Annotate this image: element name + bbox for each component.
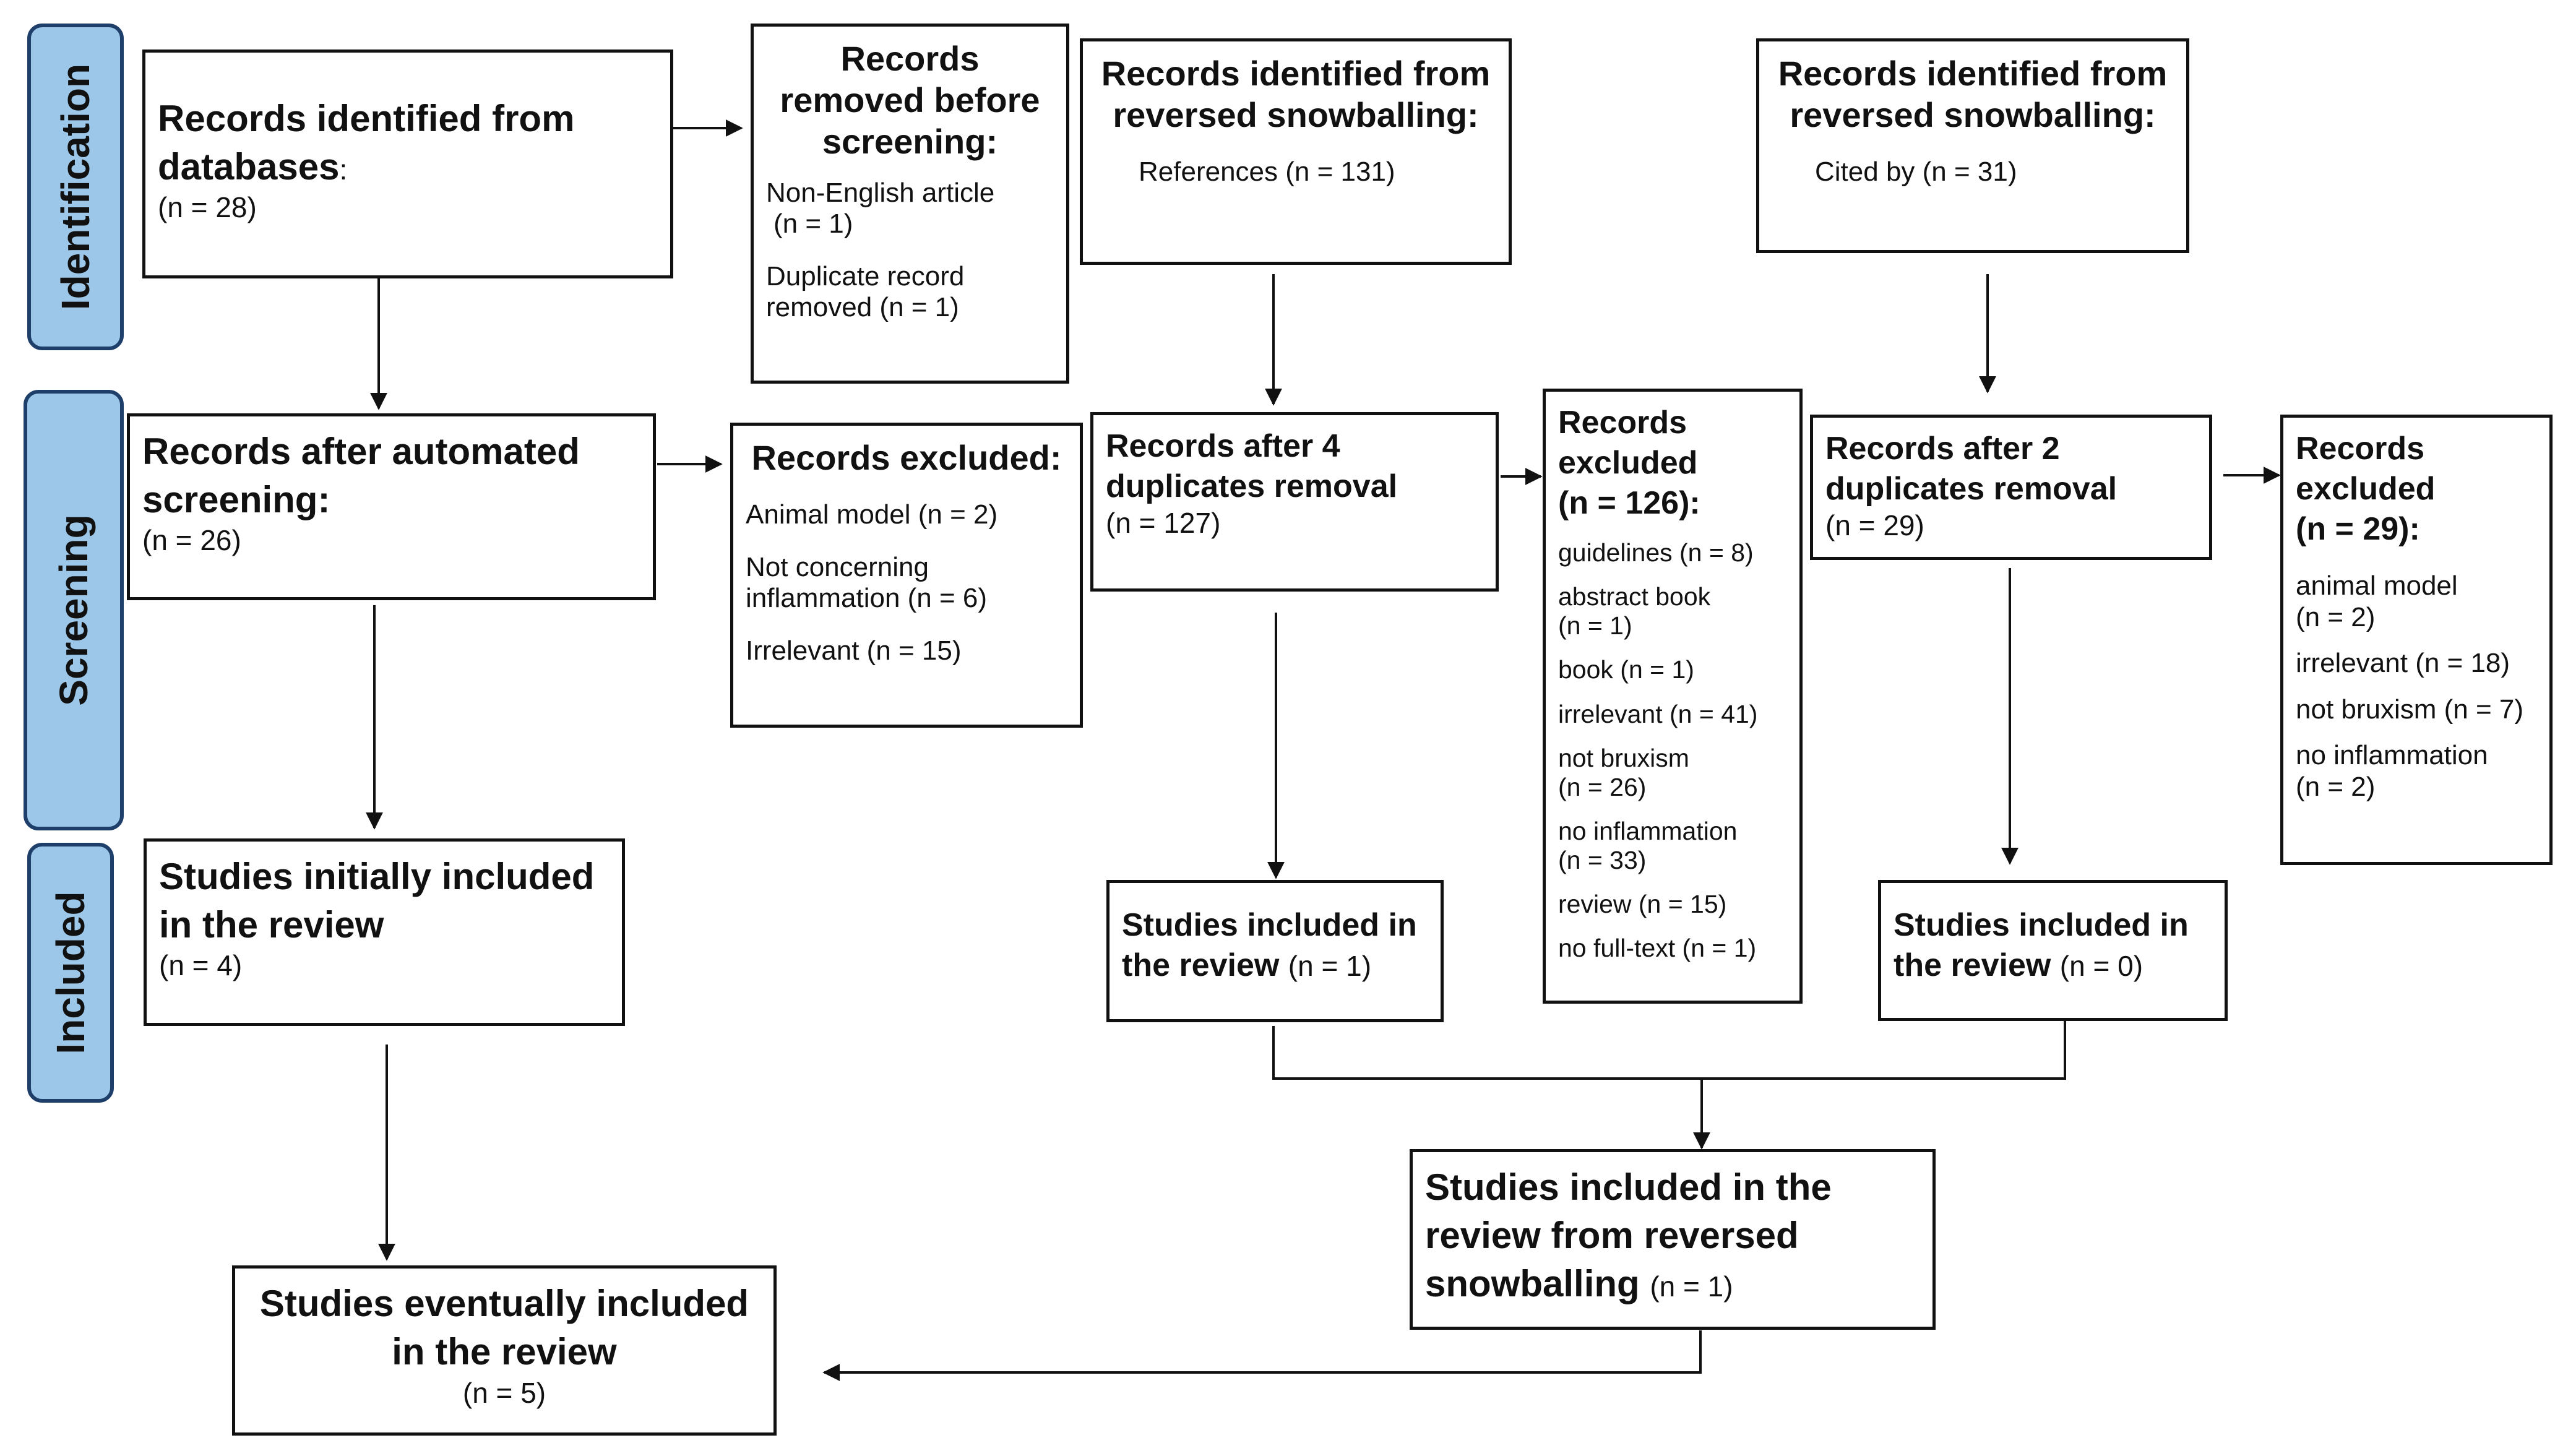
studies-initially-included-title: Studies initially included in the review xyxy=(159,856,595,946)
box-studies-included-refs: Studies included in the review (n = 1) xyxy=(1106,880,1444,1022)
excluded-1-item: Not concerning inflammation (n = 6) xyxy=(746,551,988,614)
records-excluded-3-title-b: (n = 29): xyxy=(2296,511,2420,547)
box-studies-eventually-included: Studies eventually included in the revie… xyxy=(232,1265,777,1436)
box-records-removed: Records removed before screening: Non-En… xyxy=(751,24,1069,384)
excluded-2-item: no inflammation xyxy=(1558,816,1738,845)
records-databases-title: Records identified from databases xyxy=(158,98,575,187)
connector-included-merge xyxy=(1272,1021,2066,1080)
excluded-3-item: irrelevant (n = 18) xyxy=(2296,648,2510,679)
removed-item-1b: (n = 1) xyxy=(773,209,853,239)
studies-from-snowballing-count: (n = 1) xyxy=(1650,1270,1733,1303)
studies-eventually-included-count: (n = 5) xyxy=(462,1377,546,1409)
excluded-3-item: animal model xyxy=(2296,571,2458,601)
excluded-1-item: Animal model (n = 2) xyxy=(746,499,998,530)
records-removed-title: Records removed before screening: xyxy=(780,39,1040,162)
box-records-after-screening: Records after automated screening: (n = … xyxy=(127,413,656,600)
records-excluded-1-title: Records excluded: xyxy=(751,438,1062,477)
excluded-2-item: (n = 1) xyxy=(1558,611,1632,640)
box-records-after-2-duplicates: Records after 2 duplicates removal (n = … xyxy=(1810,415,2212,560)
stage-identification: Identification xyxy=(27,24,124,350)
box-records-excluded-1: Records excluded: Animal model (n = 2) N… xyxy=(730,423,1083,728)
excluded-3-item: (n = 2) xyxy=(2296,771,2376,802)
stage-label-screening: Screening xyxy=(51,514,96,706)
excluded-2-item: (n = 26) xyxy=(1558,772,1647,801)
records-after-2-dup-count: (n = 29) xyxy=(1825,509,1924,541)
excluded-3-item: not bruxism (n = 7) xyxy=(2296,694,2524,725)
records-after-2-dup-title: Records after 2 duplicates removal xyxy=(1825,431,2118,507)
records-references-title: Records identified from reversed snowbal… xyxy=(1101,54,1491,135)
records-cited-title: Records identified from reversed snowbal… xyxy=(1778,54,2168,135)
references-count: References (n = 131) xyxy=(1139,157,1395,187)
box-records-after-4-duplicates: Records after 4 duplicates removal (n = … xyxy=(1090,412,1499,592)
excluded-1-item: Irrelevant (n = 15) xyxy=(746,635,962,666)
records-excluded-2-title-b: (n = 126): xyxy=(1558,485,1700,521)
records-databases-count: (n = 28) xyxy=(158,191,257,223)
excluded-3-item: no inflammation xyxy=(2296,740,2488,771)
box-studies-from-snowballing: Studies included in the review from reve… xyxy=(1410,1149,1936,1330)
stage-included: Included xyxy=(27,843,114,1103)
studies-initially-included-count: (n = 4) xyxy=(159,949,243,981)
excluded-2-item: no full-text (n = 1) xyxy=(1558,934,1757,963)
records-excluded-2-title-a: Records excluded xyxy=(1558,405,1698,481)
records-excluded-3-title-a: Records excluded xyxy=(2296,431,2436,507)
box-records-databases: Records identified from databases: (n = … xyxy=(142,50,673,278)
box-records-excluded-3: Records excluded (n = 29): animal model … xyxy=(2280,415,2553,865)
studies-included-refs-title: Studies included in the review xyxy=(1122,907,1417,983)
cited-by-count: Cited by (n = 31) xyxy=(1815,157,2017,187)
records-after-4-dup-count: (n = 127) xyxy=(1106,507,1221,539)
stage-screening: Screening xyxy=(24,390,124,830)
stage-label-included: Included xyxy=(48,891,93,1054)
studies-included-cited-count: (n = 0) xyxy=(2059,950,2144,982)
box-studies-initially-included: Studies initially included in the review… xyxy=(144,838,625,1026)
excluded-2-item: not bruxism xyxy=(1558,743,1689,772)
records-after-screening-count: (n = 26) xyxy=(142,524,241,556)
box-records-excluded-2: Records excluded (n = 126): guidelines (… xyxy=(1543,389,1803,1004)
arrow-snowball-to-final xyxy=(822,1330,1702,1381)
box-records-cited-by: Records identified from reversed snowbal… xyxy=(1756,38,2189,253)
studies-from-snowballing-title: Studies included in the review from reve… xyxy=(1425,1166,1832,1304)
stage-label-identification: Identification xyxy=(53,63,98,311)
removed-item-2b: removed (n = 1) xyxy=(766,292,959,323)
studies-included-refs-count: (n = 1) xyxy=(1288,950,1372,982)
box-records-references: Records identified from reversed snowbal… xyxy=(1080,38,1512,265)
excluded-2-item: abstract book xyxy=(1558,582,1711,611)
studies-eventually-included-title: Studies eventually included in the revie… xyxy=(259,1283,749,1372)
excluded-2-item: (n = 33) xyxy=(1558,846,1647,875)
studies-included-cited-title: Studies included in the review xyxy=(1894,907,2189,983)
box-studies-included-cited: Studies included in the review (n = 0) xyxy=(1878,880,2228,1021)
excluded-2-item: review (n = 15) xyxy=(1558,890,1727,919)
excluded-2-item: irrelevant (n = 41) xyxy=(1558,699,1758,728)
excluded-2-item: book (n = 1) xyxy=(1558,655,1694,684)
removed-item-1a: Non-English article xyxy=(766,177,995,208)
excluded-2-item: guidelines (n = 8) xyxy=(1558,538,1754,567)
excluded-3-item: (n = 2) xyxy=(2296,601,2376,632)
records-after-4-dup-title: Records after 4 duplicates removal xyxy=(1106,428,1398,504)
records-after-screening-title: Records after automated screening: xyxy=(142,431,580,520)
removed-item-2a: Duplicate record xyxy=(766,261,965,291)
